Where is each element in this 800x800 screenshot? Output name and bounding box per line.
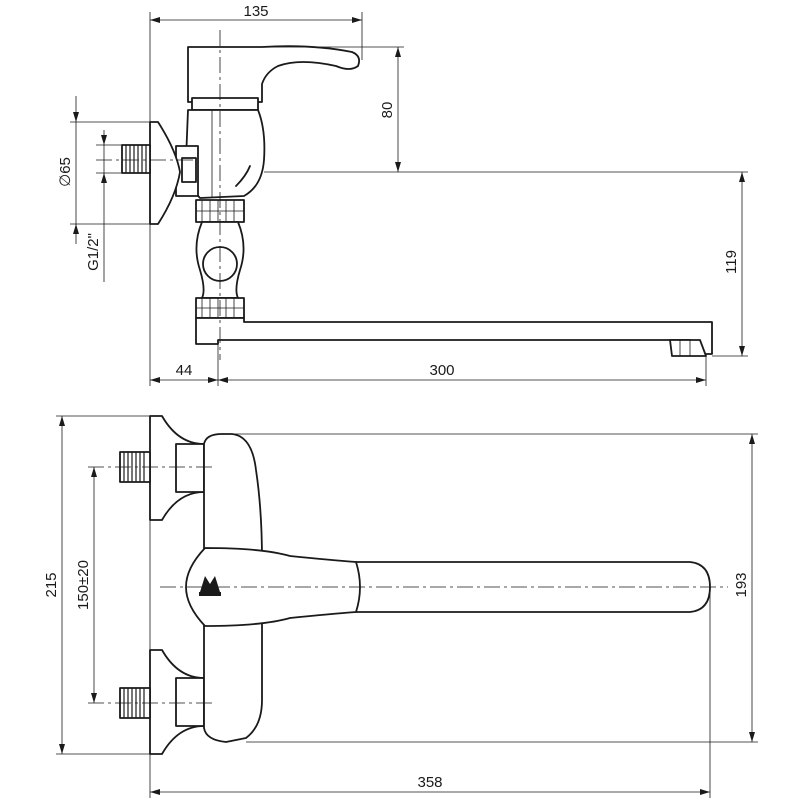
dim-65	[73, 96, 79, 244]
dim-135	[150, 17, 362, 23]
label-flange-diameter: ∅65	[57, 157, 74, 187]
dim-80	[395, 47, 401, 172]
lever-neck	[191, 97, 259, 111]
dim-300	[218, 377, 706, 383]
dim-150	[91, 467, 97, 703]
dim-215	[59, 416, 65, 754]
wall-flange-side	[149, 121, 181, 225]
label-top-width: 135	[243, 3, 268, 20]
label-spout-reach: 300	[429, 362, 454, 379]
label-inlet-spacing: 150±20	[75, 560, 92, 610]
dim-193	[749, 434, 755, 742]
thread-lines-side	[125, 145, 147, 173]
connector-inner	[181, 157, 197, 183]
label-wall-offset: 44	[176, 362, 193, 379]
label-total-length: 358	[417, 774, 442, 791]
label-thread: G1/2"	[85, 233, 102, 271]
dim-119	[739, 172, 745, 356]
lever-handle	[187, 45, 361, 103]
aerator-side	[669, 339, 707, 357]
label-spout-height: 119	[723, 250, 740, 274]
upper-nut-ribs	[196, 200, 244, 222]
label-handle-height: 80	[379, 102, 396, 119]
label-body-height: 193	[733, 572, 750, 597]
dim-44	[150, 377, 218, 383]
side-view: 135 80 119 ∅65 G1/2" 44 300	[57, 3, 748, 386]
spout-side	[195, 317, 713, 355]
top-view: 215 150±20 193 358	[43, 415, 758, 798]
dim-358	[150, 789, 710, 795]
label-total-height: 215	[43, 572, 60, 597]
brand-logo	[199, 576, 221, 596]
dim-thread	[101, 130, 107, 282]
connector-lower	[175, 677, 205, 727]
body-curve	[235, 165, 251, 187]
connector-upper	[175, 443, 205, 493]
